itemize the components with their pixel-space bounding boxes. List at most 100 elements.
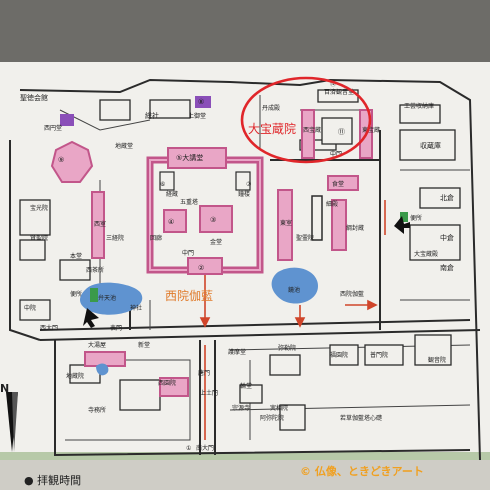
map-label: ⑨ (58, 156, 64, 164)
saiendo (50, 140, 94, 183)
map-label: ⑥ (160, 181, 165, 188)
map-label: 大宝蔵殿 (414, 250, 438, 258)
map-label: 回廊 (150, 234, 162, 242)
west-precinct (91, 147, 359, 275)
shoro (235, 171, 251, 191)
north-label: N (0, 382, 9, 395)
map-label: 南倉 (440, 263, 454, 272)
black-arrows (83, 216, 410, 328)
map-label: 宝光院 (30, 204, 48, 212)
north-arrow: N (0, 382, 18, 452)
map-label: 宗源寺 (232, 404, 250, 412)
map-label: ⑦ (246, 181, 252, 188)
map-label: 新堂 (138, 341, 150, 349)
map-label: 便所 (410, 214, 422, 222)
map-label: 収蔵庫 (420, 141, 441, 150)
map-label: 中門 (182, 249, 194, 257)
badges (60, 96, 211, 126)
map-label: 西大門 (40, 324, 58, 332)
map-label: ② (198, 264, 204, 272)
map-label: 阿弥陀院 (260, 414, 284, 422)
map-label: 鐘楼 (238, 190, 250, 198)
map-label: 経蔵 (166, 190, 178, 198)
map-label: 上御堂 (188, 112, 206, 120)
kyozo (159, 171, 175, 191)
map-label: ① (186, 445, 191, 452)
photo-bottom-page (0, 460, 490, 490)
lower-pink (84, 351, 189, 397)
map-label: 綱封蔵 (346, 224, 364, 232)
map-label: 大湯屋 (88, 341, 106, 349)
east-buildings (19, 99, 461, 431)
map-label: 南大門 (196, 444, 214, 452)
map-label: 表門 (110, 324, 122, 332)
route-arrows (199, 200, 386, 440)
hosodono-hall (311, 195, 323, 241)
map-label: ⑤大講堂 (176, 153, 203, 162)
map-label: 聖徳会館 (20, 93, 48, 102)
map-label: 三経院 (106, 234, 124, 242)
map-label: ⑪ (338, 128, 345, 136)
map-label: 地蔵院 (66, 372, 84, 380)
map-label: 西円堂 (44, 124, 62, 132)
map-label: 西室 (94, 220, 106, 228)
map-label: 北倉 (440, 193, 454, 202)
badge-8 (195, 96, 211, 108)
map-label: 五重塔 (180, 198, 198, 206)
map-label: 福園院 (330, 351, 348, 359)
kagami-pond (271, 267, 318, 304)
walls (9, 78, 481, 461)
map-label: 丹成殿 (262, 104, 280, 112)
map-label: 弁天池 (98, 294, 116, 302)
map-label: 輪堂 (240, 382, 252, 390)
map-label: 普門院 (370, 351, 388, 359)
daihozoin-hall (321, 117, 353, 145)
map-label: 本堂 (70, 252, 82, 260)
chumon-gate (187, 257, 223, 275)
green-strip (0, 452, 490, 460)
kondo-hall (199, 205, 233, 233)
gojunoto-pagoda (163, 209, 187, 233)
map-label: 中門 (330, 150, 342, 158)
map-label: 東宝蔵 (362, 126, 380, 134)
map-label: 弥勒院 (278, 344, 296, 352)
map-label: 実相院 (270, 404, 288, 412)
treasure-house-annotation: 大宝蔵院 (248, 122, 296, 136)
map-label: 唐門 (198, 369, 210, 377)
map-label: 総社 (145, 111, 159, 120)
photo-top-edge (0, 0, 490, 62)
map-label: 観音院 (428, 356, 446, 364)
map-label: 工芸収納庫 (404, 102, 434, 110)
map-label: 西院伽藍 (340, 290, 364, 298)
nishi-hozo (301, 109, 315, 159)
green-markers (90, 212, 408, 302)
small-pond (96, 363, 109, 376)
map-label: 西宝蔵 (303, 126, 321, 134)
map-label: 東室 (280, 219, 292, 227)
map-label: ③ (210, 216, 216, 224)
jikido-hall (327, 175, 359, 191)
higashimuro-hall (277, 189, 293, 261)
map-label: 西茶所 (86, 266, 104, 274)
map-label: 賢聖院 (30, 234, 48, 242)
map-label: 中院 (24, 304, 36, 312)
map-label: ⑧ (198, 98, 204, 106)
map-label: 若草伽藍塔心礎 (340, 414, 382, 422)
map-label: 細殿 (326, 200, 338, 208)
treasure-house-circle (240, 76, 372, 164)
map-label: 便所 (70, 290, 82, 298)
map-label: 護摩堂 (228, 348, 246, 356)
map-label: 食堂 (332, 180, 344, 188)
visiting-hours-heading: ● 拝観時間 (24, 473, 81, 487)
saiendo-octagon (50, 140, 94, 183)
badge-left (60, 114, 74, 126)
map-label: 百済観音堂 (324, 88, 354, 96)
map-label: 聖霊院 (296, 234, 314, 242)
map-label: 上土門 (200, 389, 218, 397)
daikodo-hall (167, 147, 227, 169)
map-label: ④ (168, 218, 174, 226)
west-precinct-annotation: 西院伽藍 (165, 288, 213, 303)
